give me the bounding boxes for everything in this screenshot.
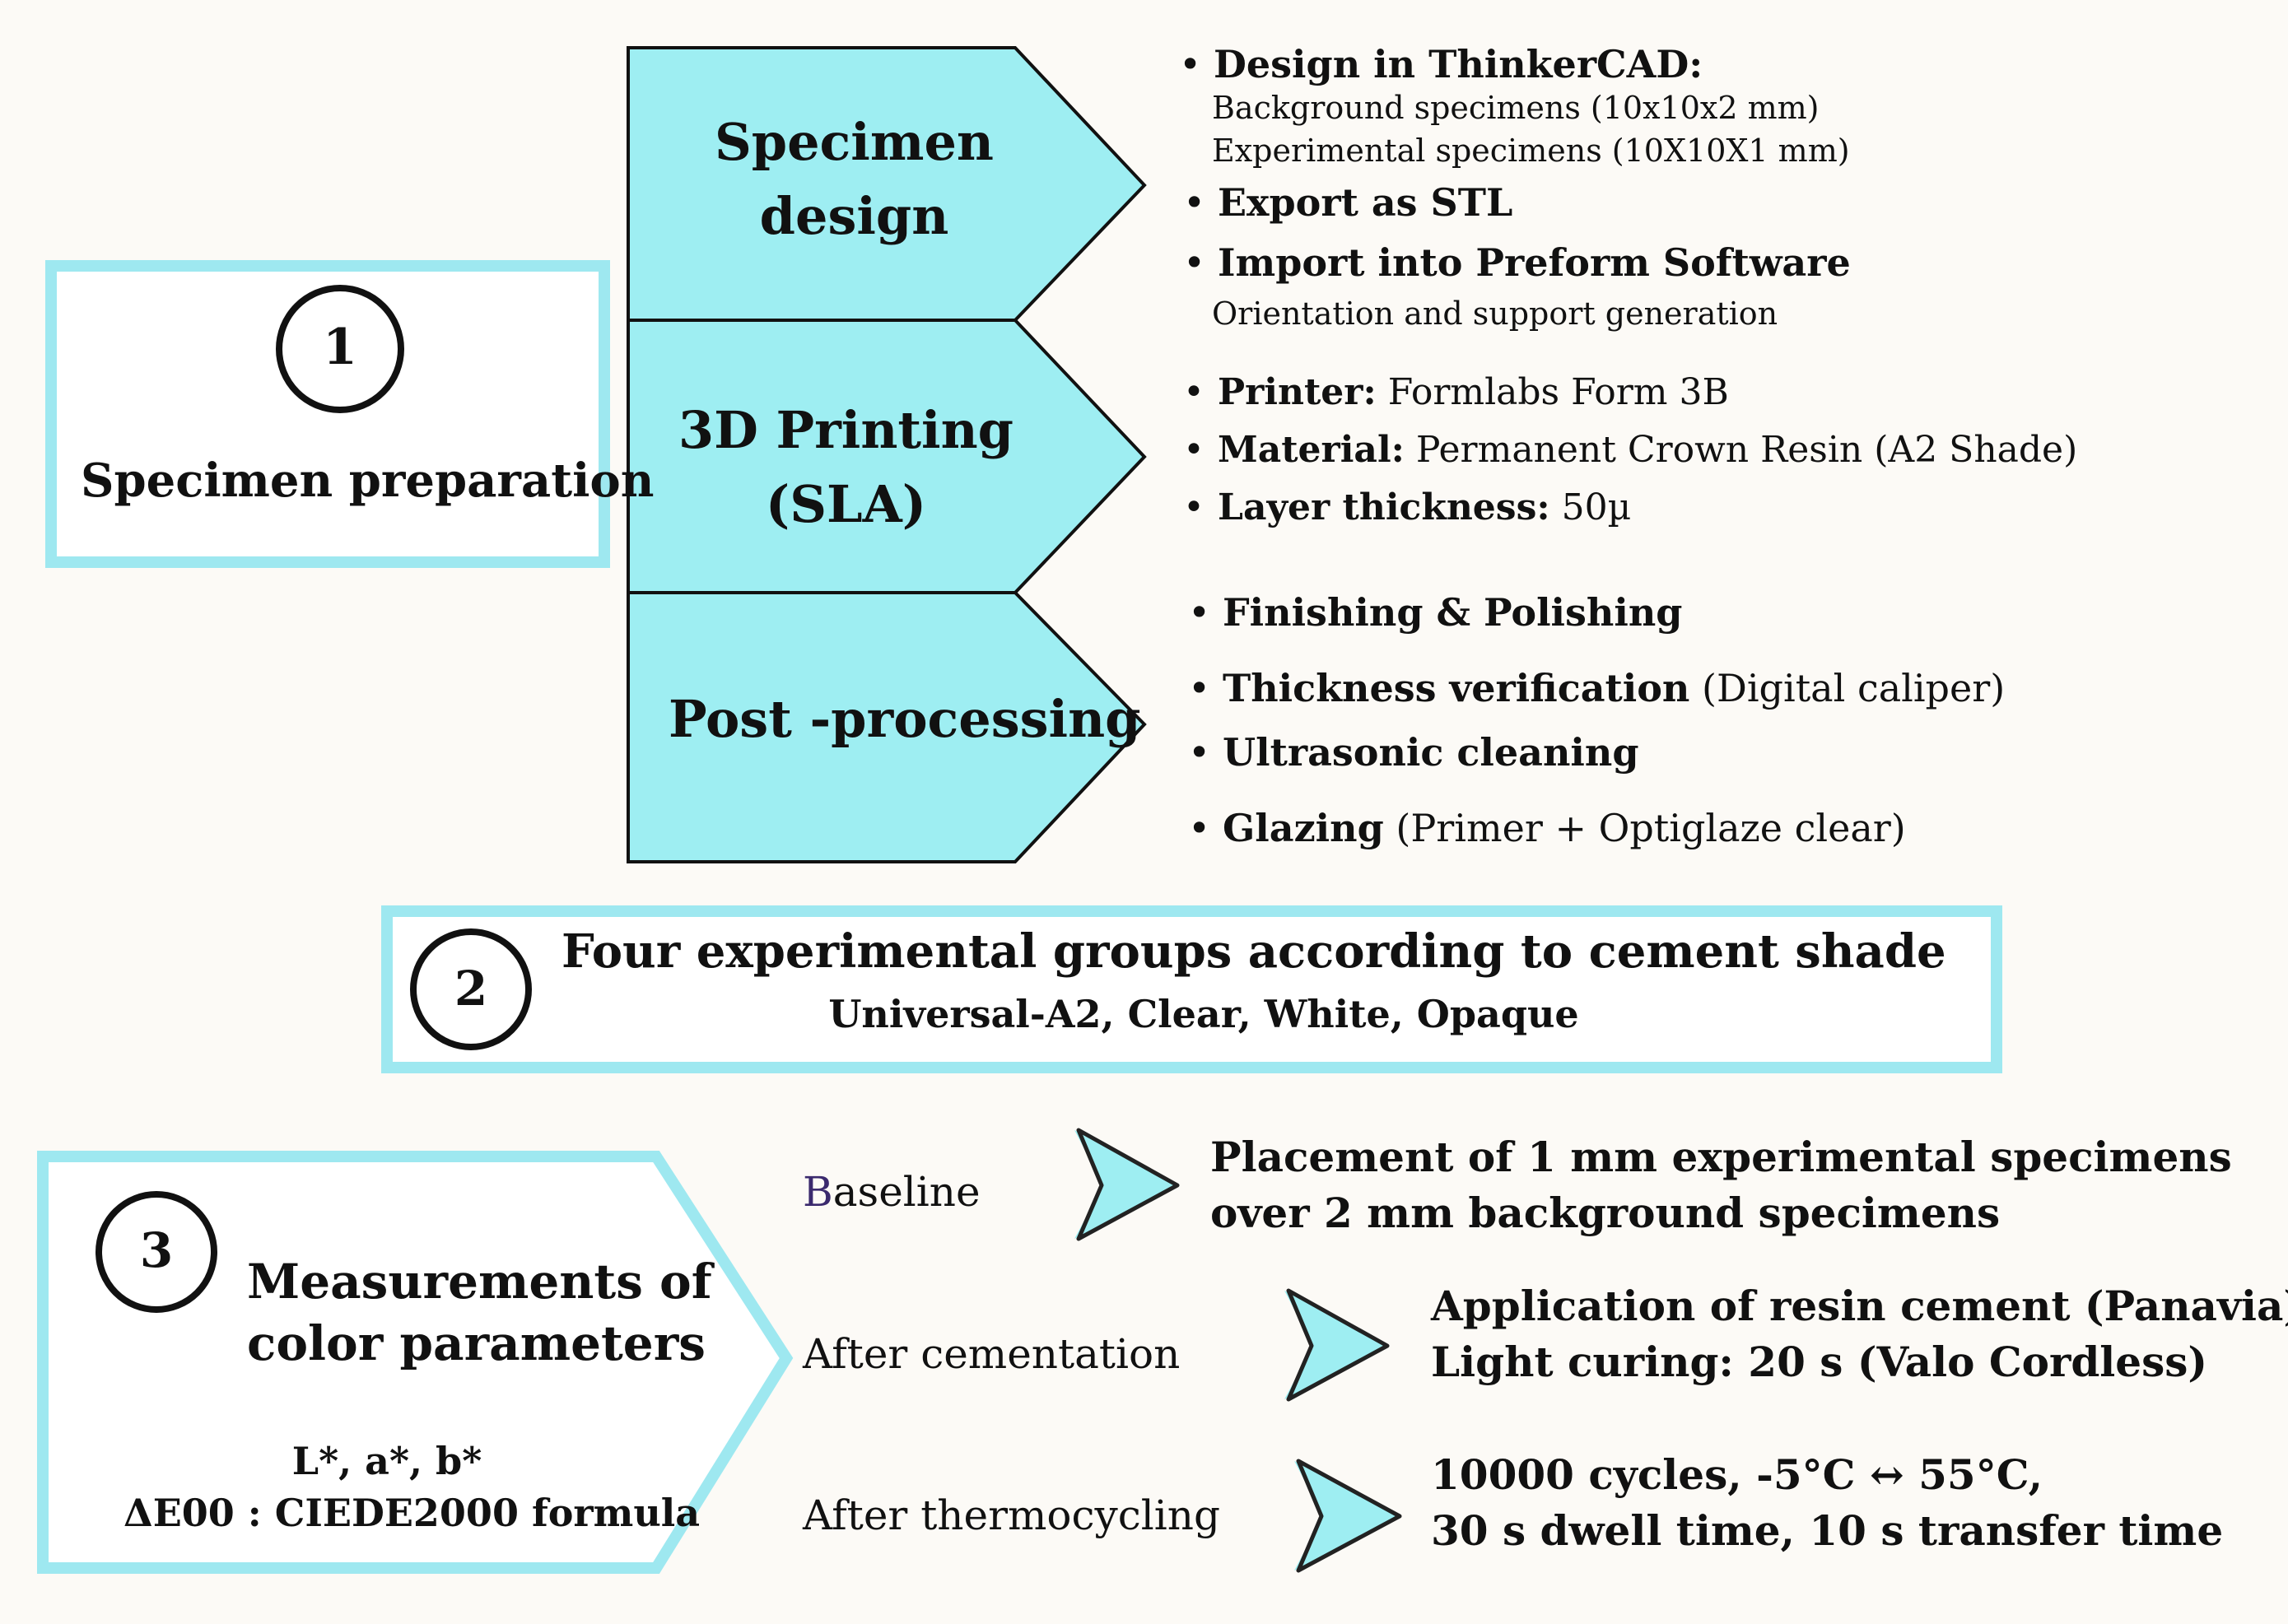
bullet-glyph: • [1183,371,1205,413]
bullet-glyph: • [1188,666,1211,710]
bullet-text: (Digital caliper) [1689,666,2006,710]
bullet-glyph: • [1183,429,1205,471]
bullet-glyph: • [1188,806,1211,850]
step-post-processing-label: Post -processing [669,689,1141,749]
section1-number: 1 [323,319,357,376]
step-label-line: 3D Printing [678,400,1014,460]
stage-desc-line: 10000 cycles, -5°C ↔ 55°C, [1431,1450,2043,1499]
step-3d-printing-arrow [627,319,1147,594]
post-bullet-1: • Finishing & Polishing [1188,591,1682,635]
bullet-text: Permanent Crown Resin (A2 Shade) [1404,429,2078,471]
stage-label-baseline: Baseline [803,1168,981,1217]
bullet-text: (Primer + Optiglaze clear) [1383,806,1906,850]
bullet-glyph: • [1183,486,1205,528]
design-sub-1: Background specimens (10x10x2 mm) [1212,90,1820,126]
stage-label-after-cementation: After cementation [803,1330,1181,1378]
stage-label-after-thermocycling: After thermocycling [803,1491,1220,1539]
stage-desc-line: over 2 mm background specimens [1210,1188,2001,1237]
step-3d-printing-label: 3D Printing (SLA) [650,393,1041,542]
bullet-glyph: • [1179,42,1202,86]
chevron-arrow-icon [1074,1128,1180,1241]
chevron-arrow-icon [1284,1288,1390,1402]
bullet-bold-text: Export as STL [1218,180,1513,225]
post-bullet-3: • Ultrasonic cleaning [1188,731,1638,775]
section3-number-circle [96,1191,217,1313]
bullet-bold-text: Finishing & Polishing [1223,590,1683,635]
printing-bullet-1: • Printer: Formlabs Form 3B [1183,371,1729,414]
step-specimen-design-label: Specimen design [659,105,1050,254]
post-bullet-4: • Glazing (Primer + Optiglaze clear) [1188,807,1906,850]
bullet-bold-text: Layer thickness: [1218,486,1550,528]
stage-desc-after-thermocycling: 10000 cycles, -5°C ↔ 55°C, 30 s dwell ti… [1431,1447,2223,1558]
section3-title-line: Measurements of [247,1254,712,1310]
step-label-line: (SLA) [765,473,927,534]
printing-bullet-3: • Layer thickness: 50µ [1183,486,1632,529]
section3-number: 3 [139,1222,174,1278]
section1-number-circle [276,285,404,413]
printing-bullet-2: • Material: Permanent Crown Resin (A2 Sha… [1183,429,2078,472]
stage-desc-line: Application of resin cement (Panavia), [1431,1282,2288,1330]
section2-subtitle: Universal-A2, Clear, White, Opaque [828,992,1579,1036]
section1-title: Specimen preparation [81,454,655,508]
section3-title: Measurements of color parameters [247,1251,712,1375]
post-bullet-2: • Thickness verification (Digital caliper… [1188,667,2005,710]
stage-desc-line: Light curing: 20 s (Valo Cordless) [1431,1337,2208,1386]
bullet-text: 50µ [1549,486,1632,528]
bullet-bold-text: Material: [1218,429,1405,471]
bullet-bold-text: Printer: [1218,371,1377,413]
section3-box [37,1151,794,1574]
bullet-text: Formlabs Form 3B [1376,371,1729,413]
stage-label-rest: aseline [832,1168,981,1216]
section3-params-line: ΔE00 : CIEDE2000 formula [123,1491,701,1536]
section3-params-line: L*, a*, b* [291,1439,482,1483]
section3-params: L*, a*, b* ΔE00 : CIEDE2000 formula [123,1436,701,1540]
design-bullet-3: • Import into Preform Software [1183,241,1851,285]
step-specimen-design-arrow [627,46,1147,322]
bullet-glyph: • [1188,590,1211,635]
bullet-bold-text: Design in ThinkerCAD: [1214,42,1703,86]
design-bullet-1: • Design in ThinkerCAD: [1179,43,1703,86]
stage-label-initial: B [803,1168,833,1216]
chevron-arrow-icon [1294,1459,1402,1573]
section2-box [381,905,2002,1073]
bullet-bold-text: Glazing [1223,806,1384,850]
bullet-glyph: • [1183,240,1206,285]
design-bullet-2: • Export as STL [1183,181,1512,225]
section3-title-line: color parameters [247,1315,706,1372]
bullet-glyph: • [1183,180,1206,225]
stage-desc-after-cementation: Application of resin cement (Panavia), L… [1431,1278,2288,1389]
bullet-bold-text: Ultrasonic cleaning [1223,730,1639,775]
step-label-line: Specimen [714,112,994,172]
bullet-bold-text: Import into Preform Software [1218,240,1851,285]
stage-desc-line: 30 s dwell time, 10 s transfer time [1431,1505,2224,1555]
step-post-processing-arrow [627,591,1147,863]
stage-desc-baseline: Placement of 1 mm experimental specimens… [1210,1129,2232,1240]
design-sub-2: Experimental specimens (10X10X1 mm) [1212,133,1850,169]
design-sub-3: Orientation and support generation [1212,295,1778,332]
section2-number-circle [410,928,532,1050]
section2-title: Four experimental groups according to ce… [562,924,1946,979]
section2-number: 2 [454,961,488,1017]
bullet-bold-text: Thickness verification [1223,666,1690,710]
bullet-glyph: • [1188,730,1211,775]
step-label-line: design [759,185,949,246]
stage-desc-line: Placement of 1 mm experimental specimens [1210,1133,2232,1181]
